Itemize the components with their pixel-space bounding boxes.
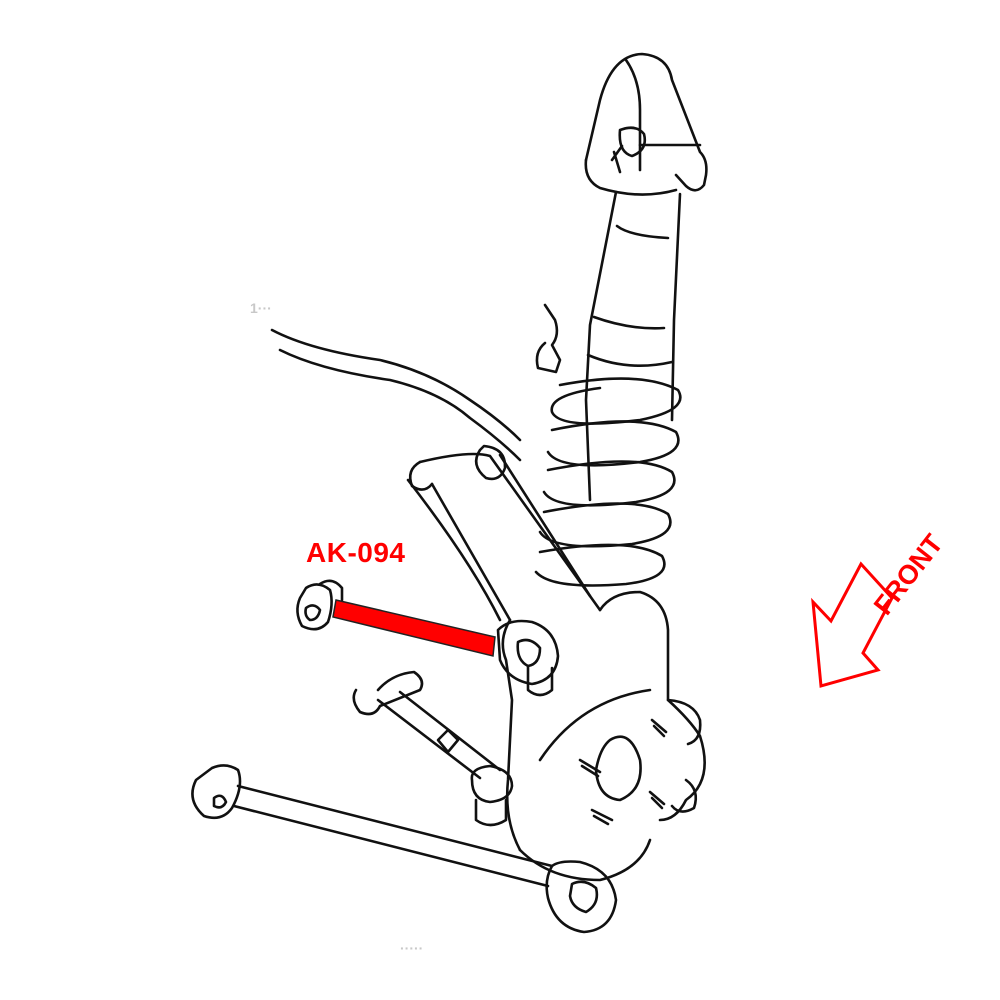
toe-link <box>352 670 514 827</box>
coil-spring <box>534 377 682 587</box>
hub-studs <box>578 718 668 826</box>
highlighted-link-ak094 <box>332 599 496 657</box>
strut-top-mount <box>584 52 708 196</box>
link-outboard-bushing <box>496 619 560 697</box>
knuckle <box>501 590 706 882</box>
front-arrow-icon <box>811 561 894 688</box>
upper-arm <box>406 444 602 622</box>
part-number-label: AK-094 <box>306 537 406 568</box>
sway-bar <box>270 303 562 462</box>
link-inboard-bushing <box>296 579 344 631</box>
lower-arm <box>191 764 618 934</box>
faint-annotation-top: 1··· <box>250 300 272 316</box>
faint-annotation-bottom: ····· <box>400 940 424 956</box>
